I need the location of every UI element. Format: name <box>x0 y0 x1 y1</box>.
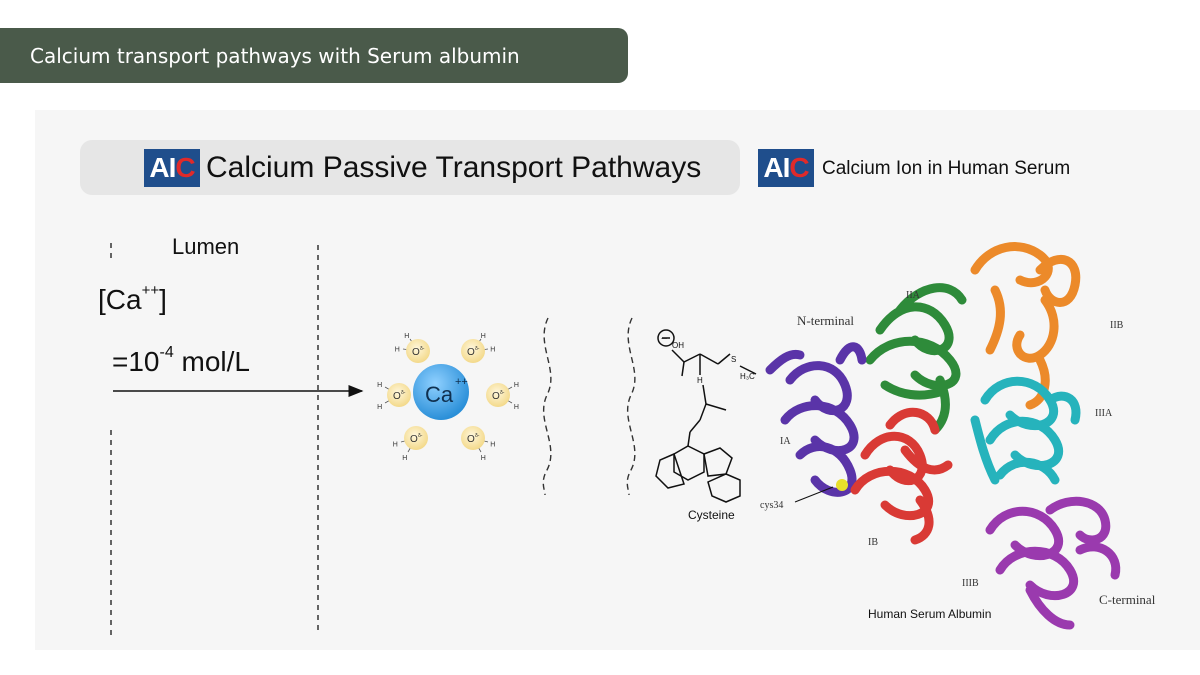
title-bar: Calcium transport pathways with Serum al… <box>0 28 628 83</box>
oxygen-charge: δ- <box>475 346 480 352</box>
calcium-concentration: [Ca++] <box>98 282 167 315</box>
hydrogen-atom: H <box>514 382 519 389</box>
oxygen-atom <box>404 426 428 450</box>
cys34-label: cys34 <box>760 500 784 511</box>
domain-iib-label: IIB <box>1110 320 1124 331</box>
oxygen-atom <box>461 339 485 363</box>
hydrogen-atom: H <box>404 333 409 340</box>
oxygen-atom <box>406 339 430 363</box>
oxygen-charge: δ- <box>500 390 505 396</box>
aic-logo: AIC <box>144 149 200 187</box>
cysteine-nh: H <box>697 376 703 385</box>
domain-ia-ribbon <box>765 342 867 497</box>
hydrogen-atom: H <box>393 441 398 448</box>
oxygen-charge: δ- <box>475 433 480 439</box>
wavy-separator-2 <box>626 317 636 496</box>
calcium-ion <box>413 364 469 420</box>
calcium-symbol: Ca <box>425 382 454 407</box>
oxygen-label: O <box>492 391 500 402</box>
domain-iia-label: IIA <box>906 290 920 301</box>
cysteine-methyl: H₃C <box>740 372 755 381</box>
domain-iiia-label: IIIA <box>1095 408 1113 419</box>
hydrogen-atom: H <box>395 346 400 353</box>
right-heading: Calcium Ion in Human Serum <box>822 158 1071 179</box>
lumen-label: Lumen <box>172 234 240 259</box>
protein-caption: Human Serum Albumin <box>868 607 992 621</box>
left-heading: Calcium Passive Transport Pathways <box>206 151 702 184</box>
oxygen-label: O <box>467 347 475 358</box>
wavy-separator-1 <box>542 317 552 496</box>
molarity-value: =10-4 mol/L <box>112 344 250 377</box>
oxygen-label: O <box>410 434 418 445</box>
hydrogen-atom: H <box>490 346 495 353</box>
aic-logo-right: AIC <box>758 149 814 187</box>
domain-ia-label: IA <box>780 436 791 447</box>
calcium-charge: ++ <box>455 376 468 388</box>
slide-title: Calcium transport pathways with Serum al… <box>30 44 520 68</box>
domain-ib-ribbon <box>850 407 953 545</box>
hydrogen-atom: H <box>402 455 407 462</box>
domain-iiib-ribbon <box>985 496 1121 630</box>
oxygen-atom <box>387 383 411 407</box>
cys34-marker <box>836 479 848 491</box>
cysteine-sulfur: S <box>731 355 736 364</box>
n-terminal-label: N-terminal <box>797 313 855 328</box>
oxygen-label: O <box>467 434 475 445</box>
oxygen-charge: δ- <box>401 390 406 396</box>
hydrogen-atom: H <box>377 382 382 389</box>
oxygen-label: O <box>393 391 401 402</box>
serum-albumin-structure <box>765 242 1121 630</box>
cysteine-structure <box>655 329 757 503</box>
hydrogen-atom: H <box>377 404 382 411</box>
oxygen-atom <box>486 383 510 407</box>
cys34-pointer <box>794 486 834 503</box>
oxygen-atom <box>461 426 485 450</box>
cysteine-carboxylate-charge: − <box>661 333 667 345</box>
domain-ib-label: IB <box>868 537 878 548</box>
hydrogen-atom: H <box>481 455 486 462</box>
hydrogen-atom: H <box>481 333 486 340</box>
oxygen-charge: δ- <box>418 433 423 439</box>
oxygen-charge: δ- <box>420 346 425 352</box>
domain-iiia-ribbon <box>970 376 1081 485</box>
cysteine-label: Cysteine <box>688 508 735 522</box>
c-terminal-label: C-terminal <box>1099 592 1156 607</box>
cysteine-oh: OH <box>672 341 684 350</box>
hydrogen-atom: H <box>490 441 495 448</box>
hydrogen-atom: H <box>514 404 519 411</box>
domain-iiib-label: IIIB <box>962 578 979 589</box>
oxygen-label: O <box>412 347 420 358</box>
